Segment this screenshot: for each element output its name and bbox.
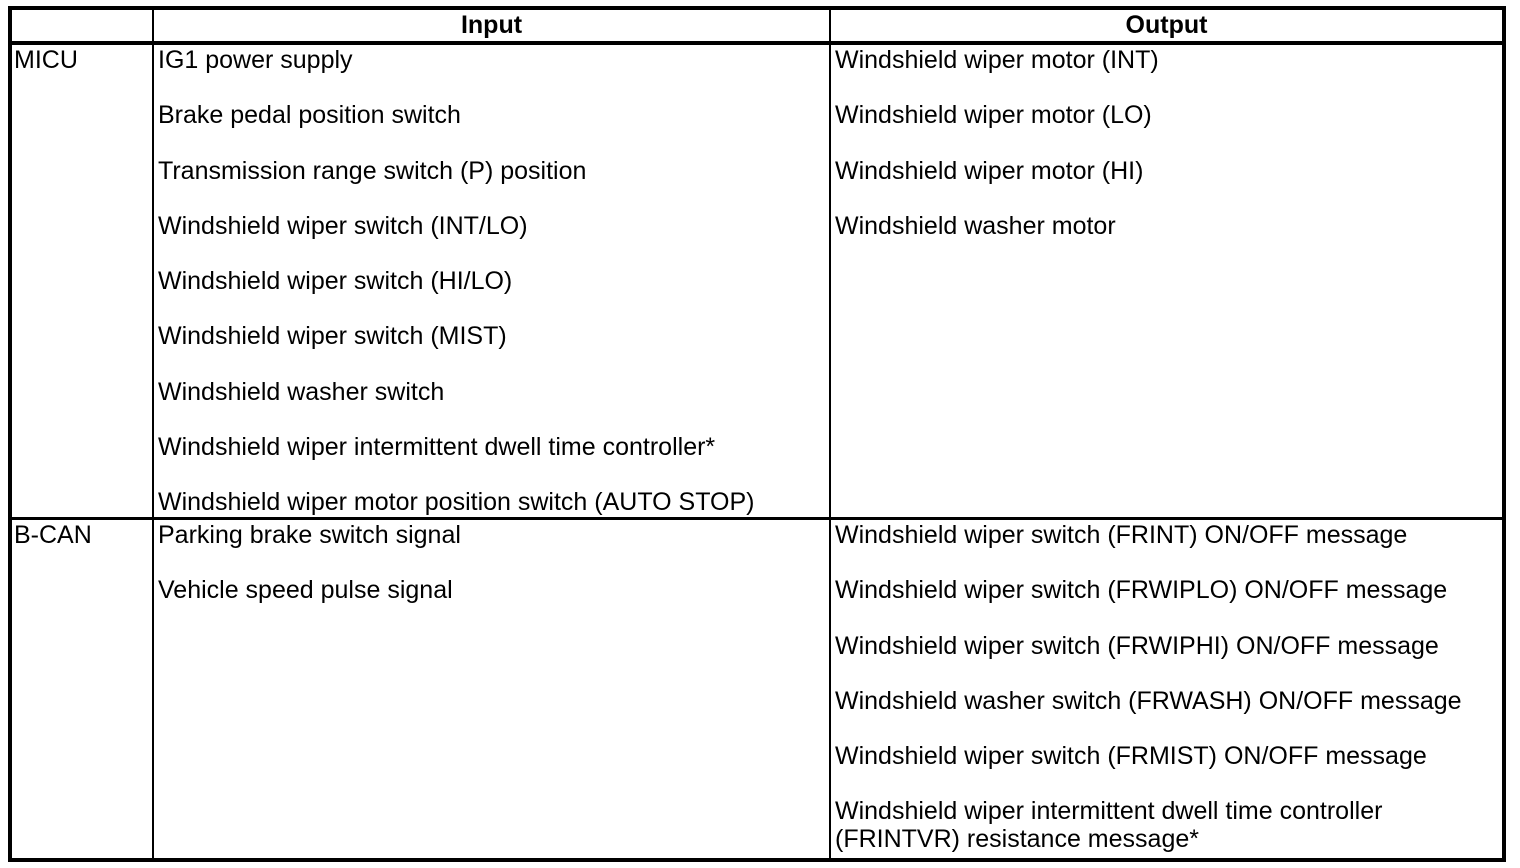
header-output: Output (1125, 11, 1208, 39)
bcan-output-item: Windshield wiper switch (FRINT) ON/OFF m… (835, 521, 1408, 549)
micu-output-cell: Windshield wiper motor (INT) Windshield … (831, 45, 1502, 517)
micu-output-item: Windshield wiper motor (HI) (835, 156, 1144, 185)
header-input: Input (154, 10, 831, 41)
row-label-bcan: B-CAN (12, 520, 154, 858)
micu-output-item: Windshield wiper motor (LO) (835, 101, 1152, 130)
bcan-input-item: Parking brake switch signal (158, 521, 461, 549)
table-row-bcan: B-CAN Parking brake switch signal Vehicl… (12, 520, 1502, 858)
micu-input-item: Windshield wiper motor position switch (… (158, 488, 755, 517)
micu-output-item: Windshield wiper motor (INT) (835, 46, 1159, 74)
row-label-micu: MICU (12, 45, 154, 517)
bcan-output-cell: Windshield wiper switch (FRINT) ON/OFF m… (831, 520, 1502, 858)
bcan-output-item: Windshield wiper switch (FRWIPLO) ON/OFF… (835, 576, 1448, 605)
header-corner-cell (12, 10, 154, 41)
micu-output-item: Windshield washer motor (835, 211, 1116, 240)
micu-input-item: Windshield wiper switch (INT/LO) (158, 211, 528, 240)
bcan-input-item: Vehicle speed pulse signal (158, 576, 453, 605)
micu-input-cell: IG1 power supply Brake pedal position sw… (154, 45, 831, 517)
micu-input-item: IG1 power supply (158, 46, 353, 74)
micu-input-item: Windshield wiper intermittent dwell time… (158, 432, 716, 461)
table-row-micu: MICU IG1 power supply Brake pedal positi… (12, 45, 1502, 520)
micu-input-item: Windshield wiper switch (MIST) (158, 322, 507, 351)
table-header-row: Input Output (12, 10, 1502, 45)
bcan-output-item: Windshield wiper intermittent dwell time… (835, 797, 1383, 853)
bcan-input-cell: Parking brake switch signal Vehicle spee… (154, 520, 831, 858)
bcan-output-item: Windshield wiper switch (FRWIPHI) ON/OFF… (835, 631, 1439, 660)
bcan-output-item: Windshield wiper switch (FRMIST) ON/OFF … (835, 742, 1427, 771)
micu-input-item: Brake pedal position switch (158, 101, 461, 130)
micu-input-item: Windshield washer switch (158, 377, 445, 406)
bcan-output-item: Windshield washer switch (FRWASH) ON/OFF… (835, 686, 1462, 715)
micu-io-table: Input Output MICU IG1 power supply Brake… (8, 6, 1506, 862)
micu-input-item: Transmission range switch (P) position (158, 156, 587, 185)
micu-input-item: Windshield wiper switch (HI/LO) (158, 267, 513, 296)
